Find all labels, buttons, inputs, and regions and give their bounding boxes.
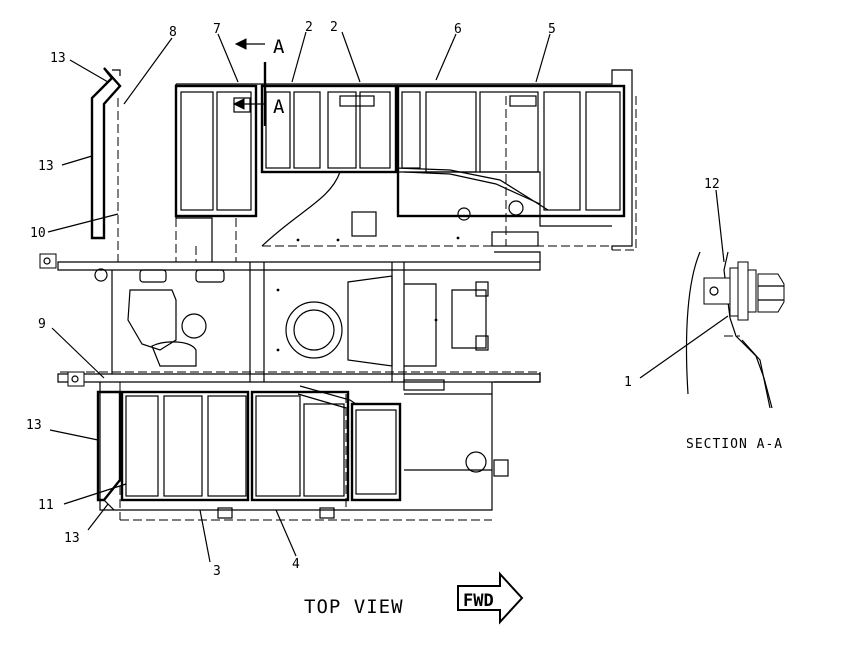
callout-12: 12 [704,177,720,192]
callout-9: 9 [38,317,46,332]
section-mark-bottom: A [273,96,285,118]
callout-labels: 13 13 8 10 7 2 2 6 5 9 13 11 13 3 4 12 1 [26,20,720,579]
fwd-arrow-icon: FWD [457,571,524,625]
upper-battery-row [174,84,626,218]
section-view-caption: SECTION A-A [686,437,783,452]
section-mark-top: A [273,36,285,58]
main-frame [39,69,633,511]
section-cut-marker: A A [232,36,285,126]
lower-battery-row [120,390,402,519]
callout-10: 10 [30,226,46,241]
callout-4: 4 [292,557,300,572]
top-view-caption: TOP VIEW [304,596,404,618]
callout-1: 1 [624,375,632,390]
callout-13-bottom: 13 [64,531,80,546]
callout-11: 11 [38,498,54,513]
callout-7: 7 [213,22,221,37]
callout-3: 3 [213,564,221,579]
callout-13-lower: 13 [26,418,42,433]
callout-6: 6 [454,22,462,37]
leader-lines [47,31,729,563]
callout-13-top: 13 [50,51,66,66]
callout-2-right: 2 [330,20,338,35]
fwd-label: FWD [463,591,494,611]
side-covers [90,67,122,511]
callout-13-upper: 13 [38,159,54,174]
section-view-detail [685,251,785,409]
callout-2-left: 2 [305,20,313,35]
callout-8: 8 [169,25,177,40]
callout-5: 5 [548,22,556,37]
